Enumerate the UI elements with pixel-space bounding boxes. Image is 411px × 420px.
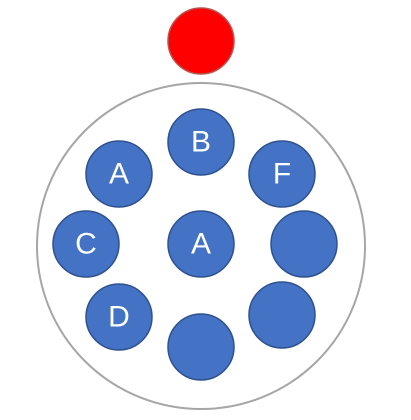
node-lower-right-circle bbox=[248, 281, 316, 349]
node-center-circle bbox=[167, 210, 235, 278]
node-top-label: B bbox=[191, 126, 211, 159]
node-lower-left-label: D bbox=[108, 301, 130, 334]
node-left-circle bbox=[52, 210, 120, 278]
node-lower-right bbox=[248, 281, 316, 349]
node-upper-right-label: F bbox=[273, 158, 291, 191]
node-top: B bbox=[167, 108, 235, 176]
node-left-label: C bbox=[75, 228, 97, 261]
node-right-circle bbox=[270, 210, 338, 278]
node-center-label: A bbox=[191, 228, 211, 261]
node-center: A bbox=[167, 210, 235, 278]
node-right bbox=[270, 210, 338, 278]
node-top-circle bbox=[167, 108, 235, 176]
node-bottom bbox=[167, 313, 235, 381]
node-upper-left: A bbox=[85, 140, 153, 208]
node-lower-left: D bbox=[85, 283, 153, 351]
node-upper-left-label: A bbox=[109, 158, 129, 191]
node-lower-left-circle bbox=[85, 283, 153, 351]
node-upper-right: F bbox=[248, 140, 316, 208]
node-upper-left-circle bbox=[85, 140, 153, 208]
node-bottom-circle bbox=[167, 313, 235, 381]
red-indicator-dot bbox=[167, 7, 235, 75]
node-upper-right-circle bbox=[248, 140, 316, 208]
node-left: C bbox=[52, 210, 120, 278]
